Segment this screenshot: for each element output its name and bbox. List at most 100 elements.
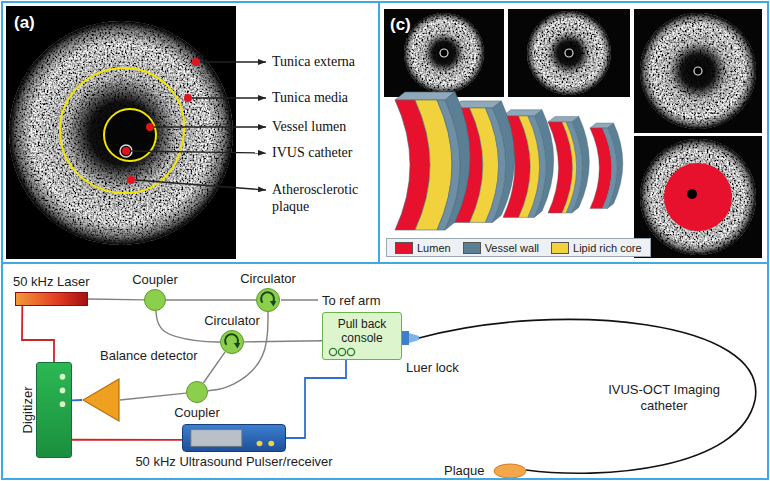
node-label: Digitizer <box>20 387 35 434</box>
connector <box>72 399 82 401</box>
laser-source: 50 kHz Laser <box>15 292 88 306</box>
ivus-image <box>634 9 762 133</box>
panel-letter: (c) <box>390 14 411 35</box>
indicator-dot <box>60 401 66 407</box>
console-box: Pull back console <box>322 312 402 360</box>
catheter-ring <box>440 49 448 57</box>
ivus-shading <box>404 13 484 93</box>
indicator-dot <box>268 441 274 447</box>
lumen-outline <box>104 109 156 161</box>
node-label: Circulator <box>204 313 260 328</box>
detector-triangle-shape <box>83 379 119 421</box>
ivus-speckle <box>9 21 233 245</box>
legend-label: Lumen <box>417 242 451 254</box>
connector <box>203 352 225 383</box>
ivus-speckle <box>527 11 611 95</box>
ivus-speckle <box>640 139 756 255</box>
panel-divider <box>378 2 380 263</box>
coupler-circle: Coupler <box>144 289 166 311</box>
fiber-line <box>281 299 318 300</box>
vessel-outline <box>60 68 184 193</box>
legend-swatch <box>551 242 569 254</box>
panel-letter: (a) <box>14 12 35 33</box>
connector <box>120 393 186 400</box>
connector <box>166 299 256 300</box>
digitizer-box: Digitizer <box>36 362 72 458</box>
part-label: Luer lock <box>406 360 459 376</box>
detector-symbol <box>82 378 120 422</box>
indicator-dot <box>60 374 66 380</box>
node-label: Balance detector <box>100 348 198 363</box>
circulator-arrowhead <box>270 301 276 307</box>
legend-box: Lumen Vessel wall Lipid rich core <box>386 238 651 257</box>
ivus-image <box>508 9 630 97</box>
legend-label: Lipid rich core <box>573 242 641 254</box>
digitizer-symbol <box>37 363 71 457</box>
legend-label: Vessel wall <box>485 242 539 254</box>
legend-item: Vessel wall <box>463 242 539 254</box>
coil-loop <box>347 348 354 355</box>
vessel-slab <box>548 116 589 213</box>
node-label: Coupler <box>132 272 178 287</box>
marker-dots <box>122 58 200 184</box>
indicator-dot <box>60 387 66 393</box>
ivus-image <box>634 136 762 258</box>
part-label: Plaque <box>444 463 484 479</box>
lumen-overlay <box>664 163 732 231</box>
node-label: 50 kHz Laser <box>13 274 90 289</box>
part-label: IVUS catheter <box>272 144 352 161</box>
circulator-arrowhead <box>234 343 240 349</box>
part-label: IVUS-OCT Imaging catheter <box>602 382 726 414</box>
circulator-circle: Circulator <box>256 288 280 312</box>
legend-item: Lumen <box>395 242 451 254</box>
coil-loop <box>338 348 345 355</box>
coil-symbol <box>328 347 358 357</box>
legend-item: Lipid rich core <box>551 242 641 254</box>
ivus-shading <box>527 11 611 95</box>
part-label: Tunica media <box>272 89 348 106</box>
connector <box>244 341 322 342</box>
leader-lines <box>130 62 266 190</box>
catheter-line <box>419 319 756 473</box>
node-label: Circulator <box>240 271 296 286</box>
coil-loop <box>329 348 336 355</box>
connector <box>88 298 144 300</box>
pulser-box: 50 kHz Ultrasound Pulser/receiver <box>182 424 286 452</box>
catheter-ring <box>694 67 702 75</box>
connector <box>22 306 54 362</box>
ivus-shading <box>640 139 756 255</box>
pulser-symbol <box>183 425 285 451</box>
node-label: 50 kHz Ultrasound Pulser/receiver <box>135 454 332 469</box>
ivus-image <box>6 6 236 259</box>
circulator-symbol <box>221 331 243 353</box>
connector <box>72 439 182 441</box>
ivus-image <box>384 9 504 97</box>
legend-swatch <box>463 242 481 254</box>
connector <box>286 360 346 438</box>
catheter-dot <box>687 189 697 199</box>
detector-triangle: Balance detector <box>82 378 120 422</box>
port-label: To ref arm <box>322 293 381 309</box>
screen <box>191 430 242 447</box>
plaque-blob <box>494 464 526 478</box>
part-label: Atherosclerotic plaque <box>272 181 376 215</box>
legend-swatch <box>395 242 413 254</box>
circulator-symbol <box>257 289 279 311</box>
node-label: Pull back console <box>323 313 401 345</box>
luer-lock <box>402 331 409 345</box>
luer-lock <box>409 333 419 343</box>
ivus-shading <box>640 13 756 129</box>
vessel-slab <box>590 123 623 209</box>
node-label: Coupler <box>174 405 220 420</box>
vessel-slab <box>395 92 470 230</box>
ivus-speckle <box>404 13 484 93</box>
part-label: Vessel lumen <box>272 118 346 135</box>
coupler-circle: Coupler <box>186 381 208 403</box>
circulator-circle: Circulator <box>220 330 244 354</box>
ivus-speckle <box>640 13 756 129</box>
panel-divider <box>2 262 768 264</box>
indicator-dot <box>257 441 263 447</box>
part-label: Tunica externa <box>272 53 355 70</box>
